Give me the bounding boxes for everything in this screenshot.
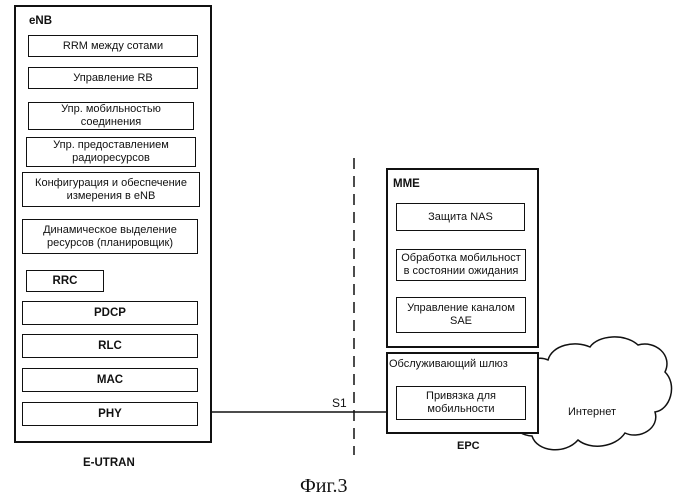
enb-function-measurement: Конфигурация и обеспечение измерения в e… xyxy=(22,172,200,207)
enb-function-radio-admission: Упр. предоставлением радиоресурсов xyxy=(26,137,196,167)
figure-caption: Фиг.3 xyxy=(300,475,347,498)
enb-function-rrm: RRM между сотами xyxy=(28,35,198,57)
s1-label: S1 xyxy=(332,396,347,410)
enb-function-mobility: Упр. мобильностью соединения xyxy=(28,102,194,130)
mme-function-sae-bearer: Управление каналом SAE xyxy=(396,297,526,333)
gateway-title: Обслуживающий шлюз xyxy=(389,358,508,370)
gateway-function-mobility-anchor: Привязка для мобильности xyxy=(396,386,526,420)
enb-function-rb-control: Управление RB xyxy=(28,67,198,89)
mme-function-nas-security: Защита NAS xyxy=(396,203,525,231)
internet-label: Интернет xyxy=(568,406,616,418)
rrc-box: RRC xyxy=(26,270,104,292)
enb-title: eNB xyxy=(29,15,52,27)
e-utran-label: E-UTRAN xyxy=(83,457,135,469)
pdcp-box: PDCP xyxy=(22,301,198,325)
mme-title: MME xyxy=(393,178,420,190)
enb-function-scheduler: Динамическое выделение ресурсов (планиро… xyxy=(22,219,198,254)
rlc-box: RLC xyxy=(22,334,198,358)
mac-box: MAC xyxy=(22,368,198,392)
mme-function-idle-mobility: Обработка мобильност в состоянии ожидани… xyxy=(396,249,526,281)
phy-box: PHY xyxy=(22,402,198,426)
epc-label: EPC xyxy=(457,440,480,452)
